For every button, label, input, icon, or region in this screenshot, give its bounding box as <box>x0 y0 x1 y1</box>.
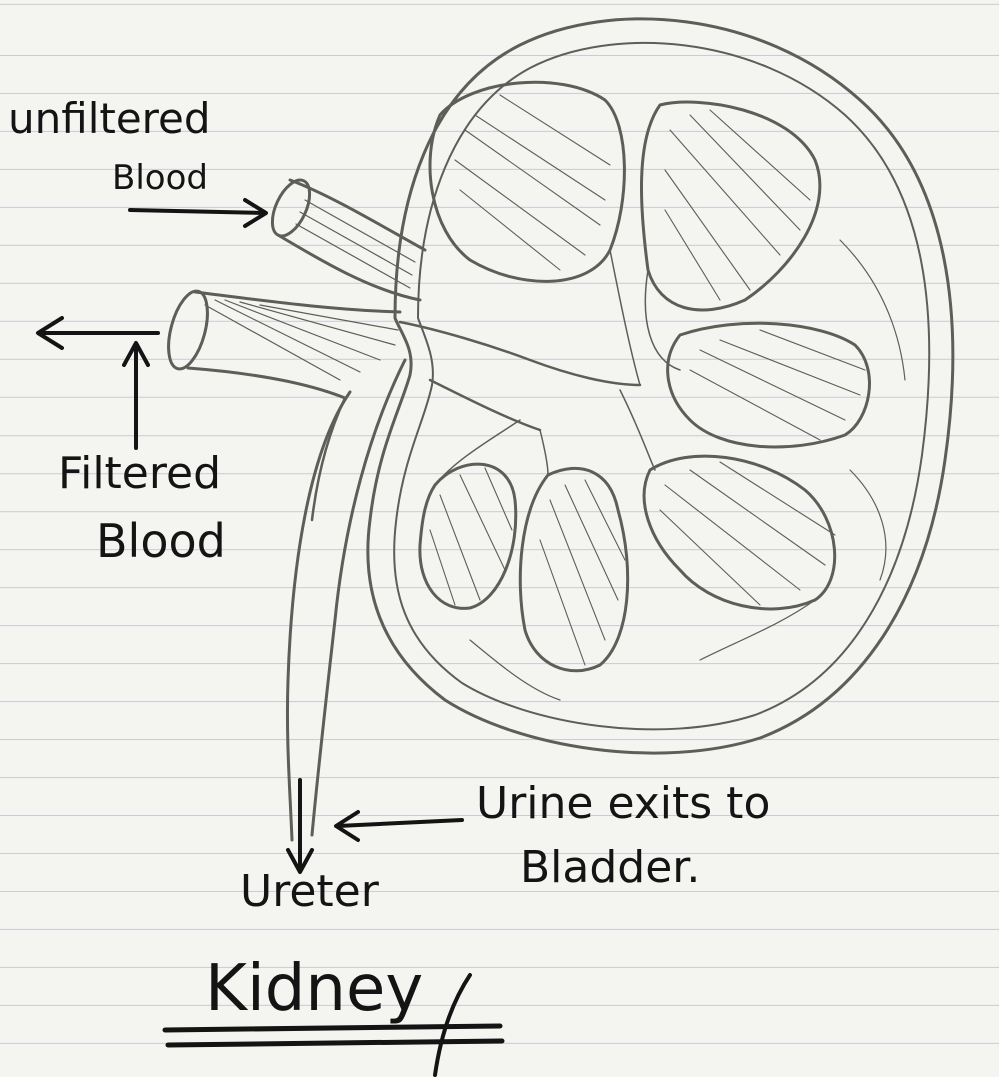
filtered-pointer <box>124 343 148 448</box>
kidney-outline <box>368 19 953 753</box>
unfiltered-blood-label: unfiltered <box>8 94 211 143</box>
ureter-label: Ureter <box>240 866 379 917</box>
unfiltered-arrow <box>130 200 266 226</box>
renal-vein <box>188 292 400 398</box>
pyramid-2 <box>641 102 819 310</box>
renal-vein-opening <box>161 287 215 373</box>
filtered-arrow <box>38 318 158 348</box>
urine-exit-label: Urine exits to <box>476 778 770 829</box>
ureter-tube <box>287 360 405 840</box>
urine-arrow <box>336 812 462 840</box>
unfiltered-blood-label-line2: Blood <box>112 158 208 198</box>
pyramid-6 <box>420 464 516 608</box>
filtered-blood-label: Filtered <box>58 448 221 499</box>
filtered-blood-label-line2: Blood <box>96 514 226 568</box>
renal-artery <box>278 180 425 300</box>
pyramid-5 <box>520 468 627 670</box>
pyramid-3 <box>668 323 870 447</box>
title-underline <box>165 1026 502 1045</box>
diagram-title: Kidney <box>205 952 423 1026</box>
urine-exit-label-line2: Bladder. <box>520 842 700 893</box>
renal-pelvis <box>312 322 640 520</box>
kidney-inner-outline <box>394 43 929 729</box>
